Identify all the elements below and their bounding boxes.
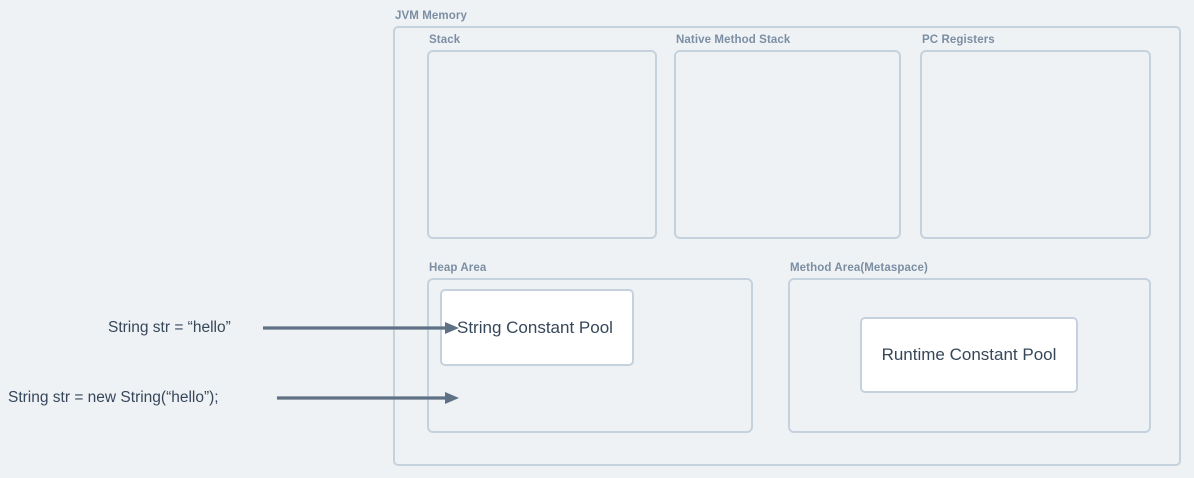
region-pc-registers: PC Registers <box>920 33 1151 239</box>
region-stack: Stack <box>427 33 657 239</box>
region-method-area: Method Area(Metaspace) <box>788 261 1151 433</box>
region-method-area-label: Method Area(Metaspace) <box>790 262 928 274</box>
string-constant-pool-label: String Constant Pool <box>457 317 613 337</box>
annotation-new-object-assignment: String str = new String(“hello”); <box>8 389 219 406</box>
jvm-memory-container: JVM Memory <box>393 9 1181 466</box>
region-heap-area: Heap Area <box>427 261 753 433</box>
jvm-memory-frame <box>393 26 1181 466</box>
region-pc-registers-label: PC Registers <box>922 34 995 46</box>
arrow-literal-to-string-pool-icon <box>263 322 459 334</box>
annotation-literal-assignment: String str = “hello” <box>108 319 231 336</box>
region-native-method-stack-frame <box>674 50 901 239</box>
runtime-constant-pool-box: Runtime Constant Pool <box>860 317 1078 393</box>
runtime-constant-pool-label: Runtime Constant Pool <box>881 345 1057 364</box>
region-heap-area-frame <box>427 278 753 433</box>
string-constant-pool-box: String Constant Pool <box>440 289 634 366</box>
region-method-area-frame <box>788 278 1151 433</box>
region-stack-frame <box>427 50 657 239</box>
region-pc-registers-frame <box>920 50 1151 239</box>
region-stack-label: Stack <box>429 34 461 46</box>
region-native-method-stack-label: Native Method Stack <box>676 34 791 46</box>
region-heap-area-label: Heap Area <box>429 262 487 274</box>
arrow-new-object-to-heap-icon <box>277 392 459 404</box>
region-native-method-stack: Native Method Stack <box>674 33 901 239</box>
jvm-memory-label: JVM Memory <box>395 10 467 22</box>
